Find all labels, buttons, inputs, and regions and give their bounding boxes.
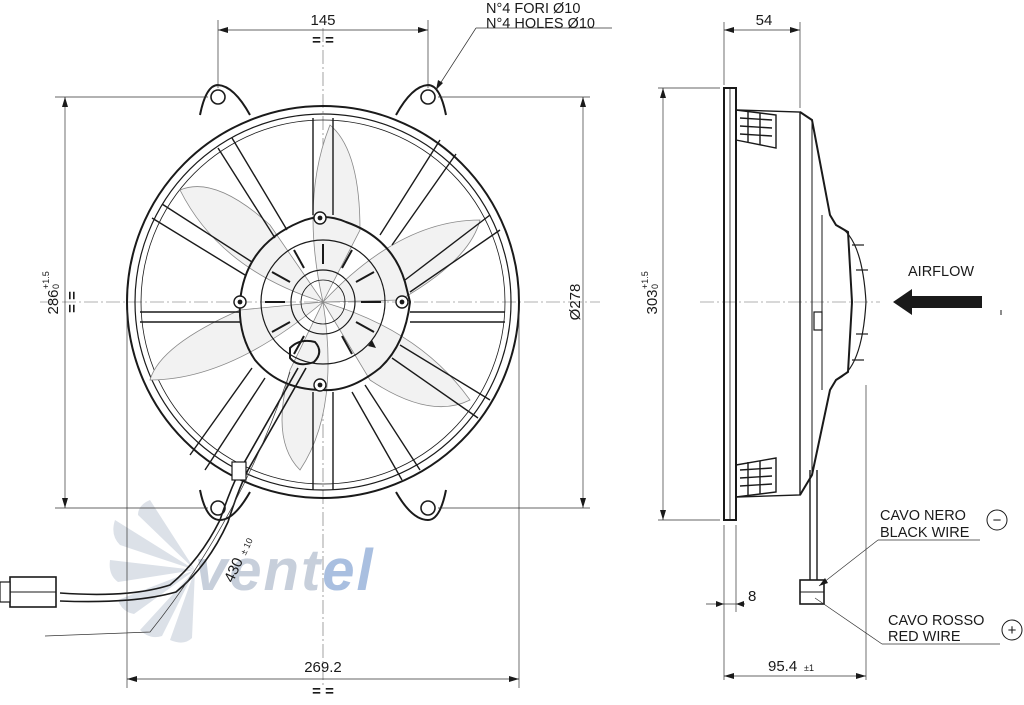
svg-text:= =: = =	[312, 683, 334, 700]
mounting-hole-bottom-right	[420, 500, 436, 516]
black-wire-label-en: BLACK WIRE	[880, 525, 970, 541]
black-wire-note: CAVO NERO BLACK WIRE −	[818, 508, 1008, 587]
motor-profile	[799, 111, 854, 496]
dimension-flange: 8	[706, 588, 756, 607]
svg-text:+1.5: +1.5	[640, 271, 650, 289]
svg-text:0: 0	[51, 284, 61, 289]
fan-spokes	[140, 118, 505, 490]
mounting-hole-bottom-left	[210, 500, 226, 516]
cable-grommet	[289, 339, 321, 366]
holes-note-en: N°4 HOLES Ø10	[486, 16, 595, 32]
dimension-diameter: Ø278	[567, 97, 586, 508]
negative-polarity-icon	[986, 509, 1008, 531]
fan-logo-icon	[109, 500, 195, 643]
airflow-indicator: AIRFLOW	[893, 264, 1002, 315]
side-flange	[723, 87, 737, 521]
svg-text:−: −	[993, 512, 1002, 529]
dim-symmetry-mark: = =	[312, 32, 334, 49]
dim-height-front-label: 286	[45, 289, 62, 314]
airflow-arrow-icon	[893, 289, 982, 315]
dimension-height-side: 303 +1.5 0	[640, 88, 666, 520]
fan-shroud-lip	[140, 119, 506, 485]
cable	[0, 367, 307, 608]
dim-flange-label: 8	[748, 588, 756, 605]
holes-note: N°4 FORI Ø10 N°4 HOLES Ø10	[435, 1, 612, 91]
mounting-hole-top-right	[420, 89, 436, 105]
dim-width-label: 269.2	[304, 659, 342, 676]
fan-shroud-outer	[126, 105, 520, 499]
side-view: 54 303 +1.5 0 8 95.4 ±1	[640, 12, 1023, 680]
dim-diameter-label: Ø278	[567, 284, 584, 321]
holes-note-it: N°4 FORI Ø10	[486, 1, 580, 17]
dim-hole-spacing-label: 145	[310, 12, 335, 29]
dim-depth-top-label: 54	[756, 12, 773, 29]
dimension-hole-spacing: 145 = =	[218, 12, 428, 49]
red-wire-label-en: RED WIRE	[888, 629, 961, 645]
red-wire-label-it: CAVO ROSSO	[888, 613, 984, 629]
side-fins-bottom	[735, 457, 777, 498]
fan-shroud-inner	[134, 113, 512, 491]
brand-wordmark: ventel	[195, 538, 375, 603]
dimension-height-front: 286 +1.5 0 = =	[41, 97, 81, 508]
motor-hub	[233, 211, 412, 392]
svg-text:= =: = =	[64, 291, 81, 313]
svg-text:±1: ±1	[804, 663, 814, 673]
black-wire-label-it: CAVO NERO	[880, 508, 966, 524]
brand-watermark: ventel	[109, 500, 375, 643]
svg-text:+: +	[1008, 622, 1017, 639]
red-wire-note: CAVO ROSSO RED WIRE +	[814, 597, 1023, 645]
mounting-hole-top-left	[210, 89, 226, 105]
positive-polarity-icon	[1001, 619, 1023, 641]
side-fins-top	[735, 109, 777, 149]
dim-height-side-label: 303	[644, 289, 661, 314]
dim-depth-bottom-label: 95.4	[768, 658, 797, 675]
fan-blades	[149, 124, 481, 471]
svg-text:+1.5: +1.5	[41, 271, 51, 289]
dimension-depth-bottom: 95.4 ±1	[724, 658, 866, 679]
dimension-width: 269.2 = =	[127, 659, 519, 700]
svg-text:0: 0	[650, 284, 660, 289]
dimension-depth-top: 54	[724, 12, 800, 33]
airflow-label: AIRFLOW	[908, 264, 974, 280]
